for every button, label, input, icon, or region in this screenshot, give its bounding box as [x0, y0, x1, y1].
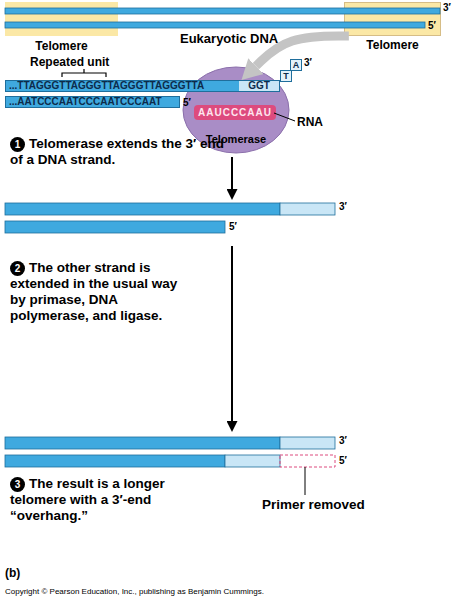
telomere-heading: Telomere — [345, 38, 440, 52]
nucleotide-letter: A — [293, 61, 300, 70]
dna-strand — [5, 22, 425, 28]
new-dna-segment — [280, 437, 335, 449]
telomere-band: Telomere — [344, 2, 441, 36]
nucleotide-box: T — [280, 70, 292, 82]
step-arrow — [231, 246, 233, 421]
part-label: Repeated unit — [30, 55, 109, 69]
new-dna-segment — [280, 203, 335, 215]
callout-number: 2 — [15, 264, 21, 274]
strand-end: 3′ — [339, 201, 347, 213]
dna-strand — [5, 8, 440, 14]
nucleotide-letter: T — [283, 72, 289, 81]
panel-letter: (b) — [5, 566, 20, 580]
step-text: The result is a longer telomere with a 3… — [10, 476, 215, 524]
leader-line — [305, 467, 306, 495]
telomere-heading: Telomere — [5, 39, 118, 53]
step-arrow — [231, 157, 233, 189]
dna-sequence: ...TTAGGGTTAGGGTTAGGGTTAGGGTTA — [6, 81, 239, 91]
step-marker: 1 — [10, 137, 25, 152]
dna-strand: ...AATCCCAATCCCAATCCCAAT — [5, 96, 180, 108]
strand-end: 3′ — [304, 57, 312, 69]
strand-end: 5′ — [183, 97, 191, 109]
step-text: Telomerase extends the 3′ end of a DNA s… — [10, 136, 225, 168]
callout-number: 3 — [15, 480, 21, 490]
dna-sequence: ...AATCCCAATCCCAATCCCAAT — [6, 97, 179, 107]
callout-number: 1 — [15, 140, 21, 150]
telomere-band: Telomere — [5, 2, 118, 36]
nucleotide-box: A — [290, 59, 302, 71]
copyright-note: Copyright © Pearson Education, Inc., pub… — [5, 587, 264, 597]
new-dna-segment — [225, 455, 280, 467]
removed-primer — [280, 455, 335, 467]
part-label: RNA — [297, 115, 323, 129]
rna-template: AAUCCCAAU — [194, 105, 276, 120]
strand-end: 3′ — [443, 2, 451, 14]
dna-strand: ...TTAGGGTTAGGGTTAGGGTTAGGGTTAGGT — [5, 80, 280, 92]
added-nucleotides: GGT — [239, 81, 279, 91]
rna-sequence: AAUCCCAAU — [198, 108, 272, 118]
strand-end: 5′ — [229, 221, 237, 233]
dna-strand — [5, 221, 225, 233]
dna-strand — [5, 455, 225, 467]
step-marker: 2 — [10, 261, 25, 276]
strand-end: 5′ — [428, 20, 436, 32]
part-label: Primer removed — [262, 497, 365, 513]
dna-strand — [5, 437, 280, 449]
strand-end: 3′ — [339, 435, 347, 447]
figure-label: Eukaryotic DNA — [180, 31, 278, 47]
step-marker: 3 — [10, 477, 25, 492]
repeat-bracket — [62, 69, 106, 77]
dna-strand — [5, 203, 280, 215]
step-text: The other strand is extended in the usua… — [10, 260, 188, 324]
strand-end: 5′ — [339, 455, 347, 467]
